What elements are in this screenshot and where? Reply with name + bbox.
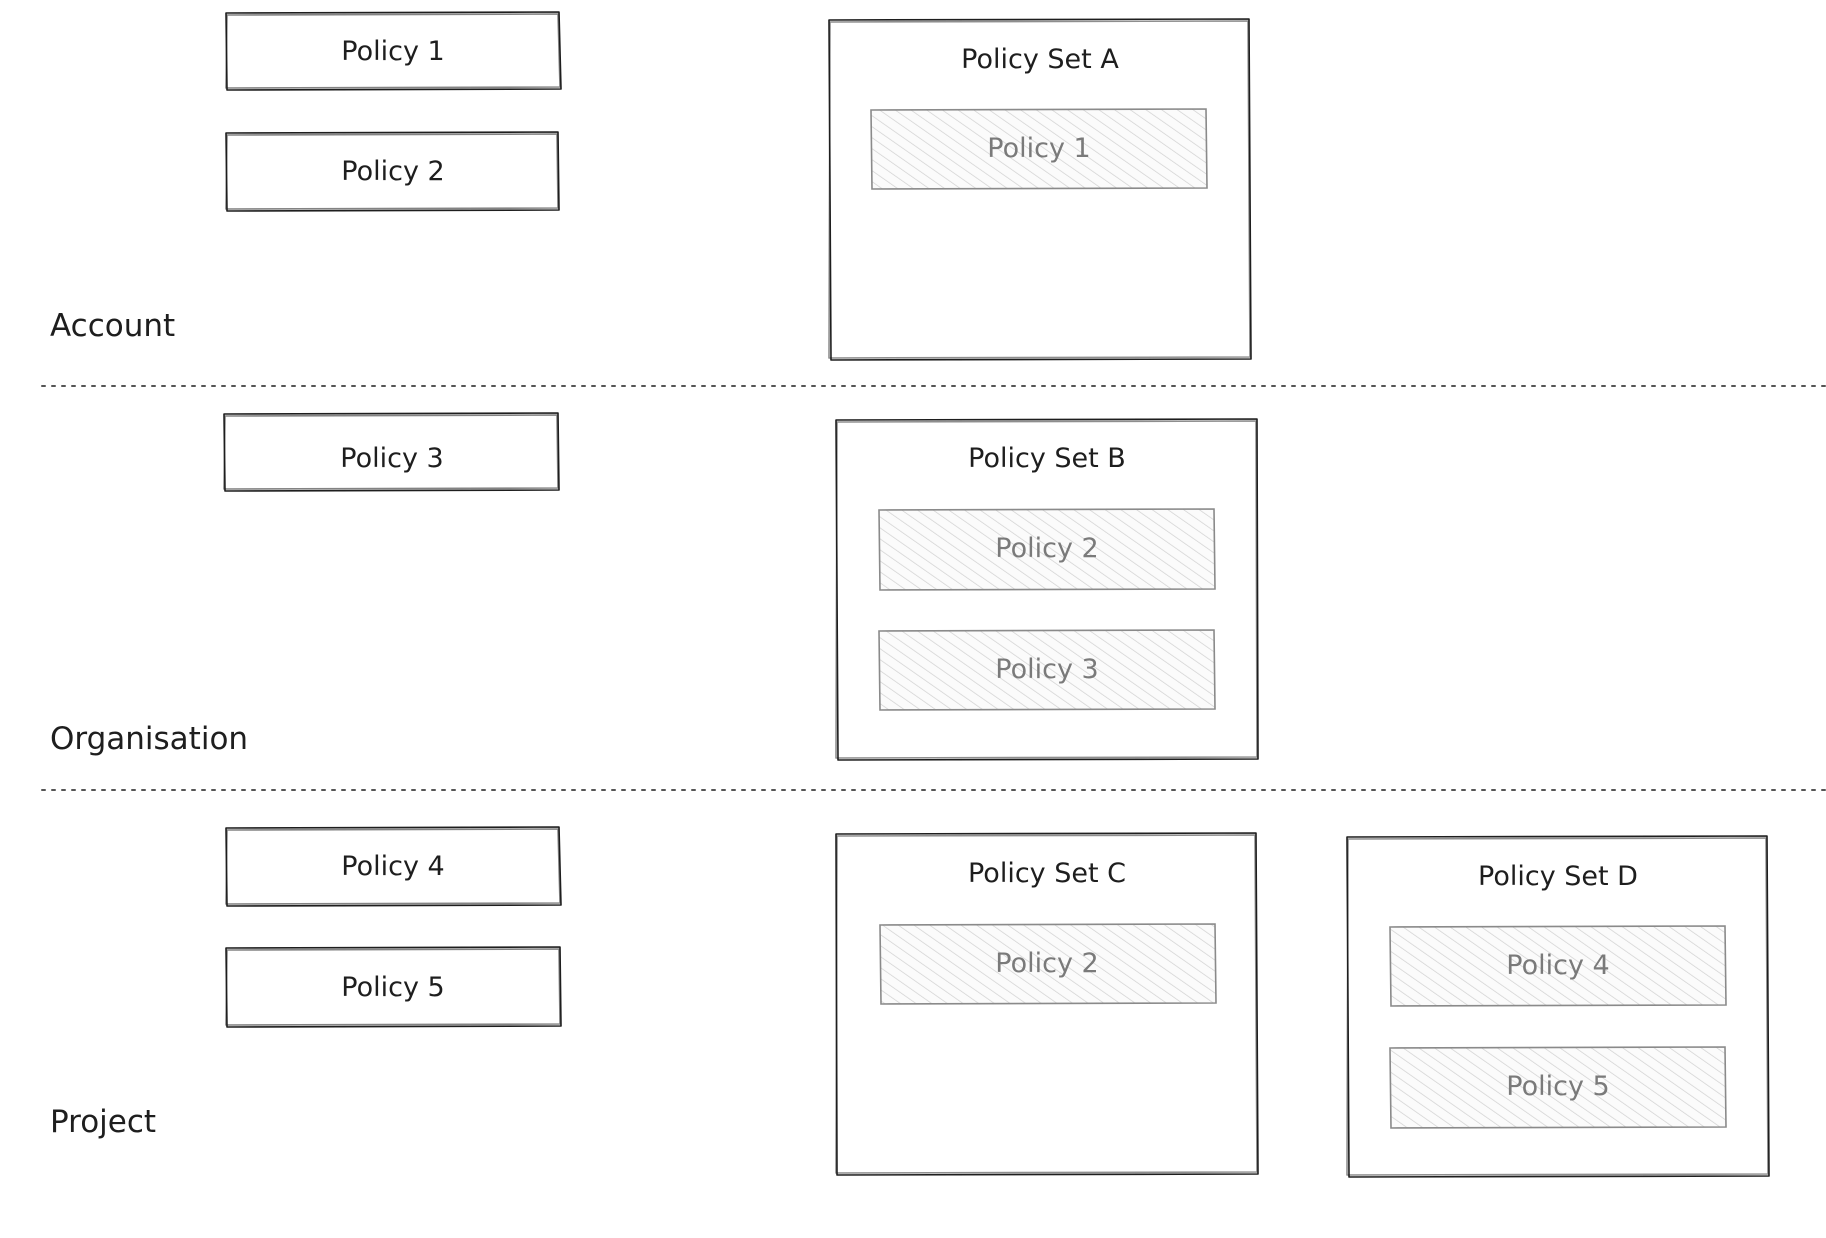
policy-set-a-member-1[interactable]: Policy 1 xyxy=(870,108,1208,190)
policy-box-5[interactable]: Policy 5 xyxy=(225,946,562,1028)
policy-set-b-title: Policy Set B xyxy=(968,443,1126,474)
policy-set-b-member-1-label: Policy 2 xyxy=(995,533,1098,564)
zone-label-organisation: Organisation xyxy=(50,721,248,757)
zone-label-account: Account xyxy=(50,308,175,344)
policy-set-b-member-2[interactable]: Policy 3 xyxy=(878,629,1216,711)
policy-box-4[interactable]: Policy 4 xyxy=(225,826,562,907)
policy-set-d-member-2-label: Policy 5 xyxy=(1506,1071,1609,1102)
policy-set-d-member-1-label: Policy 4 xyxy=(1506,950,1609,981)
policy-set-d[interactable]: Policy Set D Policy 4 Policy 5 xyxy=(1346,835,1770,1178)
policy-set-b[interactable]: Policy Set B Policy 2 Policy 3 xyxy=(835,418,1259,761)
policy-set-b-member-2-label: Policy 3 xyxy=(995,654,1098,685)
policy-box-1-label: Policy 1 xyxy=(341,36,444,67)
policy-set-c-member-1-label: Policy 2 xyxy=(995,948,1098,979)
policy-box-3[interactable]: Policy 3 xyxy=(223,412,560,492)
policy-set-a-title: Policy Set A xyxy=(961,44,1119,75)
policy-set-c-member-1[interactable]: Policy 2 xyxy=(879,923,1217,1005)
policy-set-c-title: Policy Set C xyxy=(968,858,1126,889)
policy-set-b-member-1[interactable]: Policy 2 xyxy=(878,508,1216,591)
policy-box-5-label: Policy 5 xyxy=(341,972,444,1003)
policy-box-1[interactable]: Policy 1 xyxy=(225,11,562,91)
policy-box-2[interactable]: Policy 2 xyxy=(225,131,560,212)
policy-set-a[interactable]: Policy Set A Policy 1 xyxy=(828,18,1252,361)
policy-set-c[interactable]: Policy Set C Policy 2 xyxy=(835,832,1259,1176)
policy-set-d-member-1[interactable]: Policy 4 xyxy=(1389,925,1727,1007)
policy-box-2-label: Policy 2 xyxy=(341,156,444,187)
zone-label-project: Project xyxy=(50,1104,156,1140)
policy-box-3-label: Policy 3 xyxy=(340,443,443,474)
policy-set-a-member-1-label: Policy 1 xyxy=(987,133,1090,164)
policy-set-d-member-2[interactable]: Policy 5 xyxy=(1389,1046,1727,1129)
policy-set-d-title: Policy Set D xyxy=(1478,861,1638,892)
policy-box-4-label: Policy 4 xyxy=(341,851,444,882)
